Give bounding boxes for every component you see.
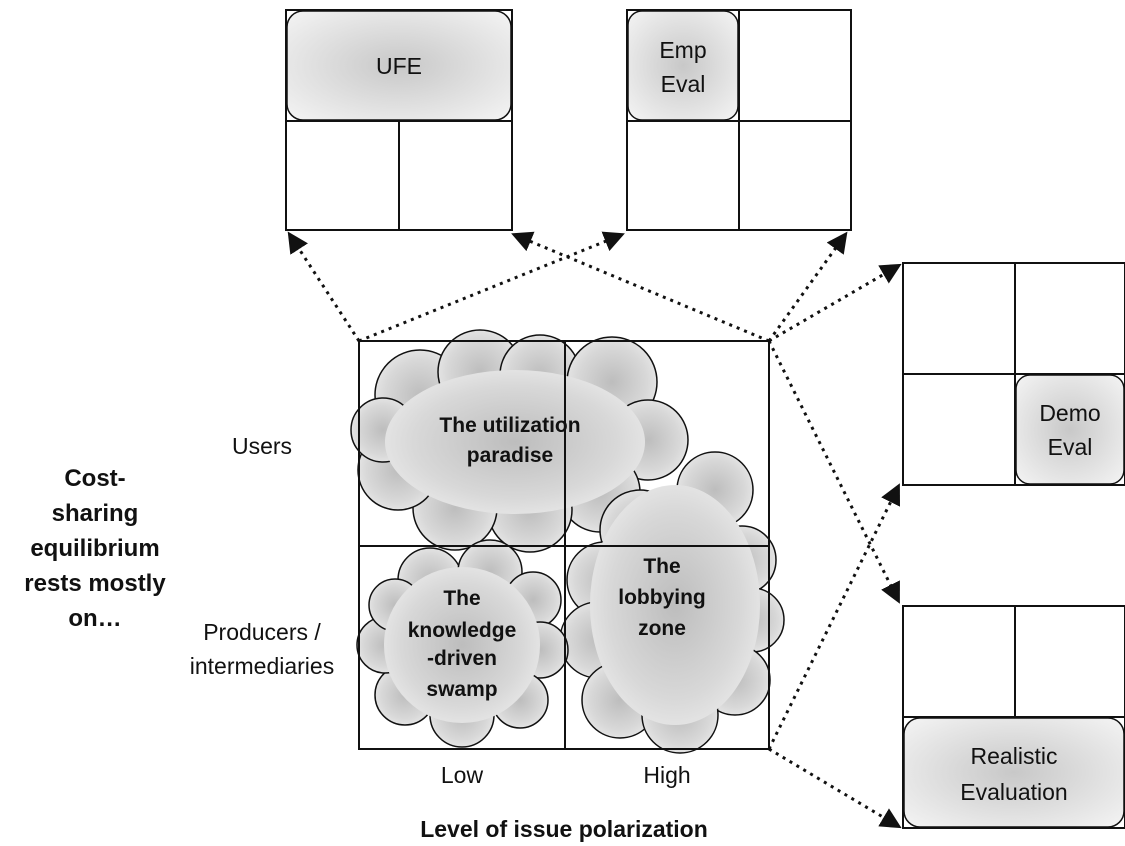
cloud-utilization-line-2: paradise xyxy=(467,444,553,467)
ufe-highlight xyxy=(286,10,512,121)
side-label-line-1: Cost- xyxy=(64,465,125,492)
realistic-eval-highlight xyxy=(903,717,1125,828)
arrow-to-emp-eval-right xyxy=(767,231,848,342)
side-label-line-4: rests mostly xyxy=(24,570,166,597)
cloud-knowledge-line-1: The xyxy=(443,587,480,610)
emp-eval-matrix: Emp Eval xyxy=(626,9,852,231)
cloud-knowledge-line-4: swamp xyxy=(426,678,497,701)
side-label: Cost- sharing equilibrium rests mostly o… xyxy=(24,465,166,632)
arrow-to-ufe xyxy=(287,231,361,342)
ufe-label: UFE xyxy=(376,53,422,79)
side-label-line-3: equilibrium xyxy=(30,535,159,562)
main-matrix xyxy=(358,340,770,750)
arrows xyxy=(287,231,902,829)
demo-eval-highlight xyxy=(1015,374,1125,485)
arrow-to-demo-eval-bottom xyxy=(767,483,900,750)
cloud-lobbying-line-2: lobbying xyxy=(618,586,706,609)
arrow-to-realistic-top xyxy=(767,340,900,604)
cloud-knowledge-line-2: knowledge xyxy=(408,619,517,642)
demo-eval-matrix: Demo Eval xyxy=(902,262,1125,486)
demo-eval-line-2: Eval xyxy=(1048,434,1093,460)
realistic-eval-line-2: Evaluation xyxy=(960,779,1067,805)
realistic-eval-line-1: Realistic xyxy=(971,743,1058,769)
arrow-to-realistic-bottom xyxy=(768,747,902,829)
cloud-lobbying-line-1: The xyxy=(643,555,680,578)
cloud-knowledge-swamp: The knowledge -driven swamp xyxy=(356,539,569,748)
column-label-low: Low xyxy=(441,762,484,788)
cloud-utilization-paradise: The utilization paradise xyxy=(350,329,689,553)
emp-eval-highlight xyxy=(627,10,739,121)
cloud-utilization-line-1: The utilization xyxy=(439,414,580,437)
cloud-lobbying-line-3: zone xyxy=(638,617,686,640)
arrow-to-emp-eval xyxy=(358,231,625,343)
arrow-to-ufe-right xyxy=(511,231,770,343)
demo-eval-line-1: Demo xyxy=(1039,400,1100,426)
realistic-eval-matrix: Realistic Evaluation xyxy=(902,605,1125,829)
x-axis-title: Level of issue polarization xyxy=(420,816,708,842)
ufe-matrix: UFE xyxy=(285,9,513,231)
arrow-to-demo-eval-top xyxy=(768,263,902,343)
row-label-producers-1: Producers / xyxy=(203,619,321,645)
row-label-producers-2: intermediaries xyxy=(190,653,334,679)
row-label-users: Users xyxy=(232,433,292,459)
emp-eval-line-2: Eval xyxy=(661,71,706,97)
column-label-high: High xyxy=(643,762,690,788)
cloud-knowledge-line-3: -driven xyxy=(427,647,497,670)
side-label-line-5: on… xyxy=(68,605,121,632)
side-label-line-2: sharing xyxy=(52,500,139,527)
emp-eval-line-1: Emp xyxy=(659,37,706,63)
